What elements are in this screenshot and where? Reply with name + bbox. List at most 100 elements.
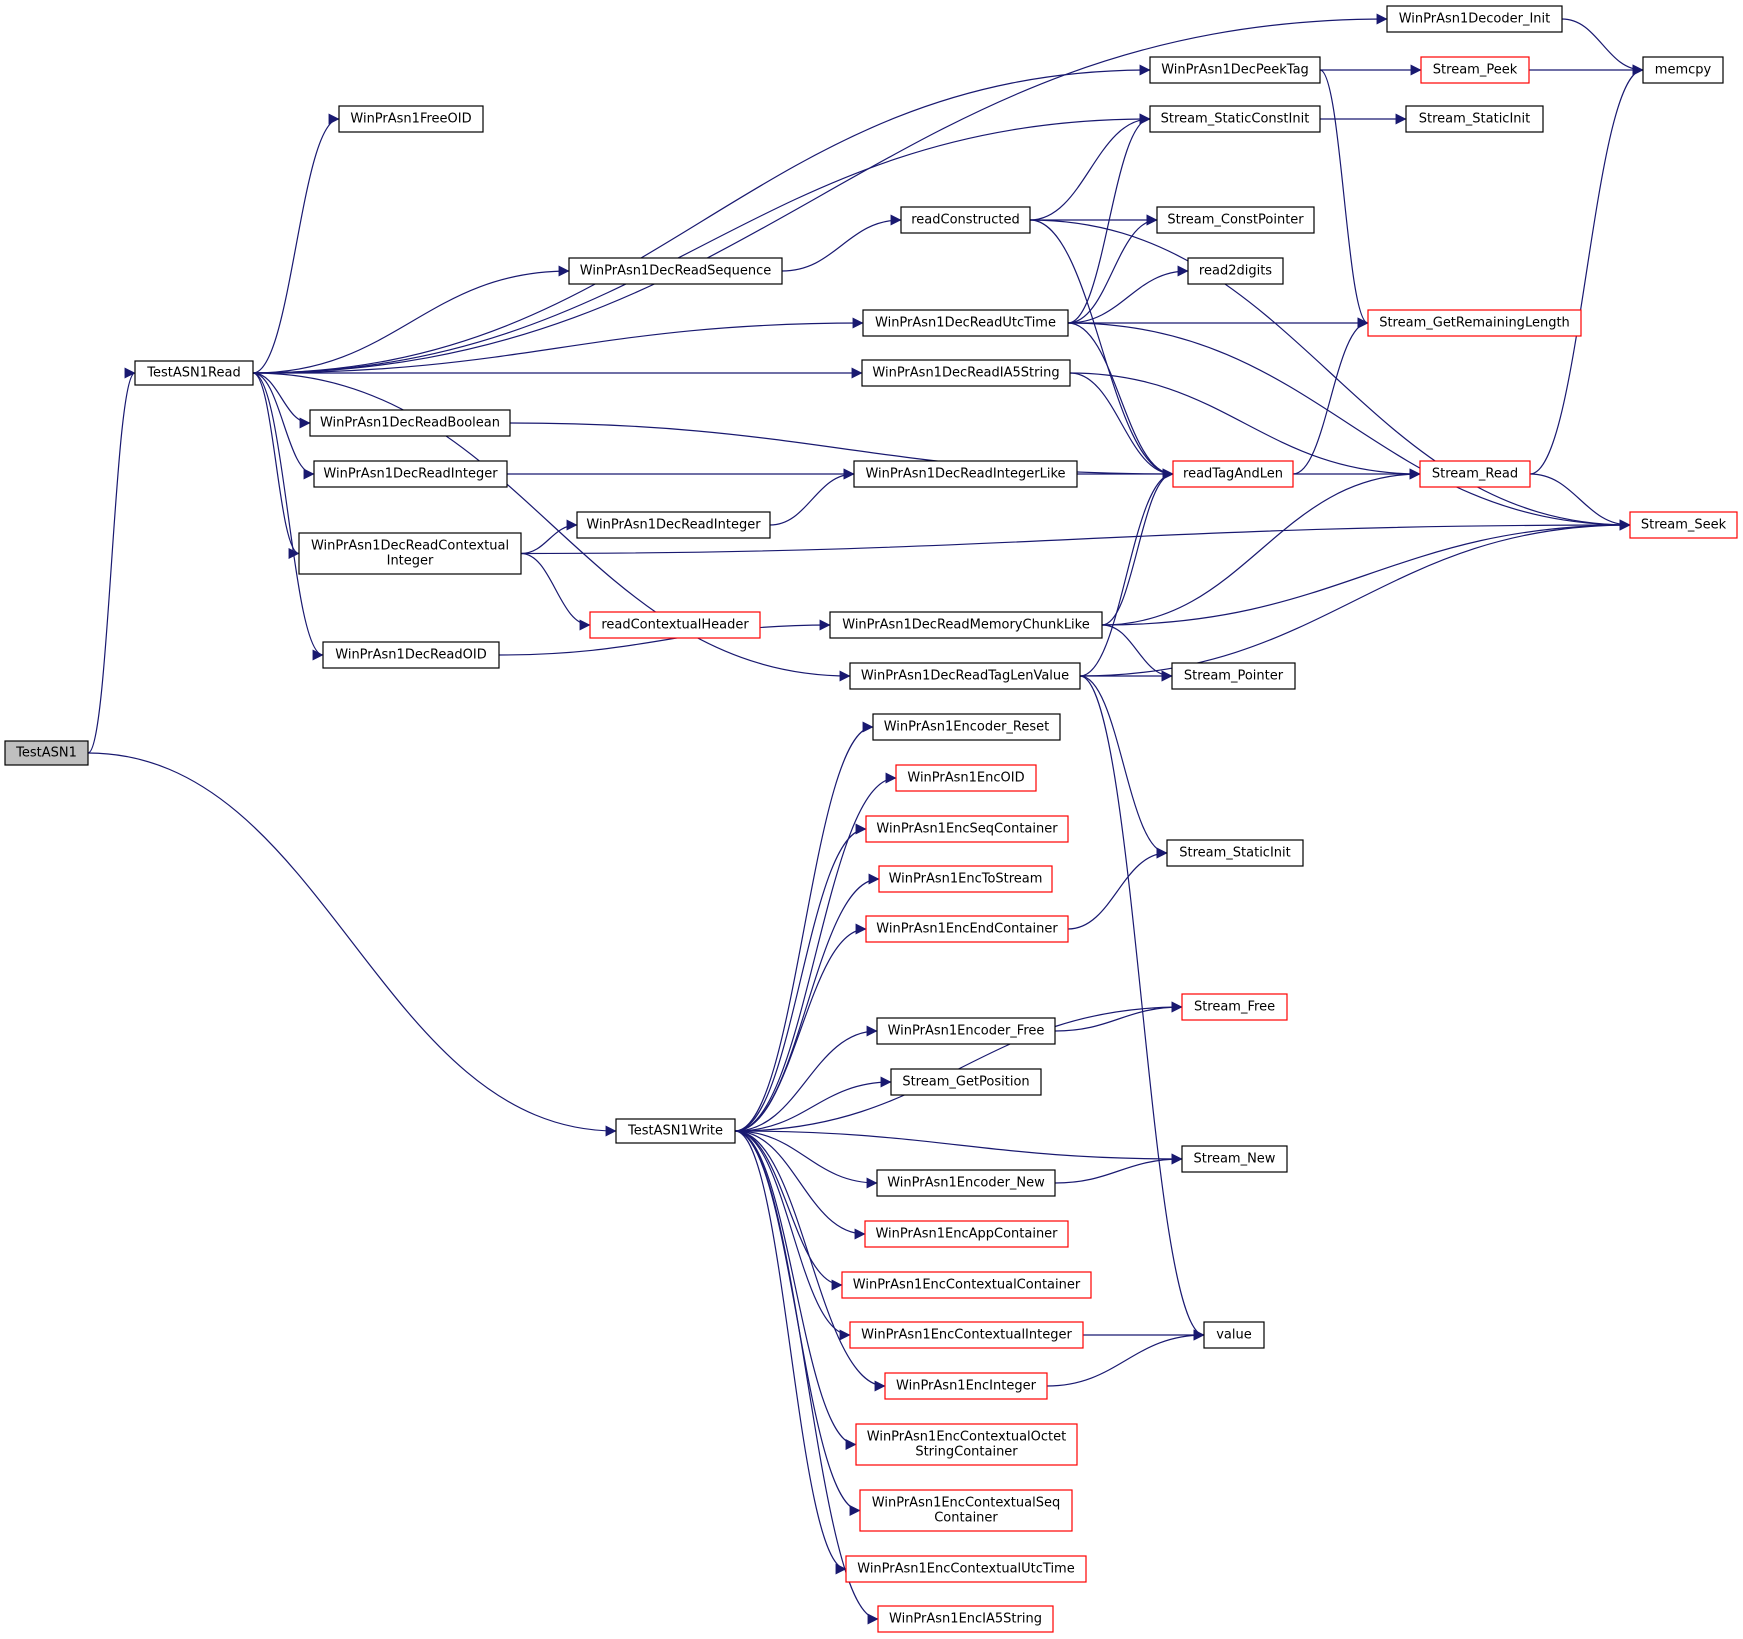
edge-line [734, 873, 880, 1132]
node-win-pr-asn1-enc-contextual-integer[interactable]: WinPrAsn1EncContextualInteger [849, 1321, 1084, 1349]
edge-test-asn1-write-to-win-pr-asn1-enc-oid [734, 772, 897, 1132]
edge-win-pr-asn1-enc-integer-to-value [1046, 1329, 1205, 1387]
node-label: WinPrAsn1EncContextualContainer [853, 1278, 1081, 1293]
node-win-pr-asn1-enc-oid[interactable]: WinPrAsn1EncOID [895, 764, 1037, 792]
node-stream-static-init-top[interactable]: Stream_StaticInit [1405, 105, 1544, 133]
edge-line [1529, 64, 1644, 475]
node-label: WinPrAsn1EncAppContainer [875, 1227, 1058, 1242]
node-label: TestASN1Read [146, 366, 240, 381]
node-label: WinPrAsn1DecReadMemoryChunkLike [842, 618, 1089, 633]
node-win-pr-asn1-enc-seq-container[interactable]: WinPrAsn1EncSeqContainer [865, 815, 1069, 843]
node-win-pr-asn1-encoder-reset[interactable]: WinPrAsn1Encoder_Reset [872, 713, 1061, 741]
edge-line [1319, 69, 1369, 329]
node-win-pr-asn1-dec-read-oid[interactable]: WinPrAsn1DecReadOID [322, 641, 500, 669]
node-stream-read[interactable]: Stream_Read [1419, 460, 1531, 488]
edge-line [1054, 1153, 1183, 1184]
edge-test-asn1-write-to-win-pr-asn1-encoder-new [734, 1130, 878, 1189]
node-box [878, 865, 1053, 893]
node-win-pr-asn1-enc-to-stream[interactable]: WinPrAsn1EncToStream [878, 865, 1053, 893]
node-stream-seek[interactable]: Stream_Seek [1629, 511, 1738, 539]
node-box [876, 1017, 1056, 1045]
node-read-constructed[interactable]: readConstructed [900, 206, 1031, 234]
node-stream-free[interactable]: Stream_Free [1181, 993, 1288, 1021]
node-label: Stream_StaticConstInit [1161, 112, 1310, 127]
node-box [1172, 460, 1294, 488]
node-label: Stream_Read [1432, 467, 1518, 482]
node-read-contextual-header[interactable]: readContextualHeader [589, 611, 761, 639]
node-stream-pointer[interactable]: Stream_Pointer [1171, 662, 1296, 690]
node-win-pr-asn1-enc-contextual-octet-string-container[interactable]: WinPrAsn1EncContextualOctetStringContain… [855, 1423, 1078, 1466]
node-win-pr-asn1-dec-read-utc-time[interactable]: WinPrAsn1DecReadUtcTime [862, 309, 1069, 337]
edge-line [1054, 1001, 1183, 1032]
edge-line [498, 619, 831, 656]
edge-line [252, 372, 315, 480]
edge-line [520, 552, 591, 631]
node-test-asn1-write[interactable]: TestASN1Write [615, 1118, 736, 1144]
node-stream-const-pointer[interactable]: Stream_ConstPointer [1156, 206, 1315, 234]
node-label: WinPrAsn1DecReadInteger [323, 467, 498, 482]
node-win-pr-asn1-enc-contextual-utc-time[interactable]: WinPrAsn1EncContextualUtcTime [845, 1555, 1087, 1583]
node-memcpy[interactable]: memcpy [1642, 56, 1724, 84]
node-box [877, 1605, 1054, 1633]
node-box [884, 1372, 1048, 1400]
node-win-pr-asn1-dec-read-integer-a[interactable]: WinPrAsn1DecReadInteger [313, 460, 508, 488]
node-stream-get-position[interactable]: Stream_GetPosition [890, 1068, 1042, 1096]
node-test-asn1-read[interactable]: TestASN1Read [134, 360, 254, 386]
node-box [859, 1489, 1073, 1532]
node-win-pr-asn1-enc-app-container[interactable]: WinPrAsn1EncAppContainer [864, 1220, 1069, 1248]
node-label: WinPrAsn1EncSeqContainer [876, 822, 1058, 837]
node-win-pr-asn1-dec-read-boolean[interactable]: WinPrAsn1DecReadBoolean [309, 409, 511, 437]
node-box [1642, 56, 1724, 84]
node-win-pr-asn1-dec-read-ia5-string[interactable]: WinPrAsn1DecReadIA5String [861, 359, 1071, 387]
node-win-pr-asn1-decoder-init[interactable]: WinPrAsn1Decoder_Init [1386, 5, 1563, 33]
node-stream-static-const-init[interactable]: Stream_StaticConstInit [1149, 105, 1321, 133]
node-read2digits[interactable]: read2digits [1187, 257, 1284, 285]
edge-line [1079, 675, 1168, 859]
node-value[interactable]: value [1203, 1321, 1265, 1349]
node-label: Stream_StaticInit [1419, 112, 1531, 127]
node-box [1420, 56, 1530, 84]
node-win-pr-asn1-enc-integer[interactable]: WinPrAsn1EncInteger [884, 1372, 1048, 1400]
node-label: Stream_GetRemainingLength [1379, 316, 1570, 331]
node-test-asn1[interactable]: TestASN1 [4, 740, 89, 766]
edge-line [252, 113, 340, 374]
node-win-pr-asn1-encoder-free[interactable]: WinPrAsn1Encoder_Free [876, 1017, 1056, 1045]
node-box [865, 815, 1069, 843]
node-read-tag-and-len[interactable]: readTagAndLen [1172, 460, 1294, 488]
node-win-pr-asn1-dec-read-memory-chunk-like[interactable]: WinPrAsn1DecReadMemoryChunkLike [829, 611, 1103, 639]
node-win-pr-asn1-free-oid[interactable]: WinPrAsn1FreeOID [338, 105, 484, 133]
edge-test-asn1-write-to-win-pr-asn1-enc-seq-container [734, 823, 867, 1132]
node-box [861, 359, 1071, 387]
node-stream-get-remaining-length[interactable]: Stream_GetRemainingLength [1367, 309, 1582, 337]
node-stream-static-init-mid[interactable]: Stream_StaticInit [1166, 839, 1304, 867]
node-win-pr-asn1-encoder-new[interactable]: WinPrAsn1Encoder_New [876, 1169, 1056, 1197]
node-label: WinPrAsn1DecReadTagLenValue [861, 669, 1069, 684]
node-win-pr-asn1-dec-read-sequence[interactable]: WinPrAsn1DecReadSequence [568, 257, 783, 285]
node-win-pr-asn1-enc-end-container[interactable]: WinPrAsn1EncEndContainer [865, 915, 1069, 943]
node-win-pr-asn1-enc-ia5-string[interactable]: WinPrAsn1EncIA5String [877, 1605, 1054, 1633]
edge-line [1067, 322, 1631, 531]
node-win-pr-asn1-dec-read-integer-like[interactable]: WinPrAsn1DecReadIntegerLike [853, 460, 1078, 488]
edge-line [252, 13, 1388, 374]
node-label: Container [934, 1511, 998, 1526]
node-label: WinPrAsn1DecReadSequence [580, 264, 772, 279]
edge-test-asn1-write-to-win-pr-asn1-enc-contextual-integer [734, 1130, 851, 1341]
node-box [1171, 662, 1296, 690]
node-stream-peek[interactable]: Stream_Peek [1420, 56, 1530, 84]
edge-line [1029, 219, 1174, 480]
edge-stream-read-to-memcpy [1529, 64, 1644, 475]
node-box [1629, 511, 1738, 539]
node-win-pr-asn1-enc-contextual-container[interactable]: WinPrAsn1EncContextualContainer [841, 1271, 1092, 1299]
edge-test-asn1-write-to-win-pr-asn1-enc-to-stream [734, 873, 880, 1132]
node-win-pr-asn1-dec-read-tag-len-value[interactable]: WinPrAsn1DecReadTagLenValue [849, 662, 1081, 690]
edge-line [87, 752, 617, 1137]
node-win-pr-asn1-dec-read-integer-b[interactable]: WinPrAsn1DecReadInteger [576, 511, 771, 539]
edge-win-pr-asn1-dec-read-utc-time-to-stream-static-const-init [1067, 113, 1151, 324]
node-win-pr-asn1-dec-peek-tag[interactable]: WinPrAsn1DecPeekTag [1149, 56, 1321, 84]
node-box [1367, 309, 1582, 337]
node-label: StringContainer [915, 1445, 1018, 1460]
node-stream-new[interactable]: Stream_New [1181, 1145, 1288, 1173]
edge-read-tag-and-len-to-stream-get-remaining-length [1292, 317, 1369, 475]
